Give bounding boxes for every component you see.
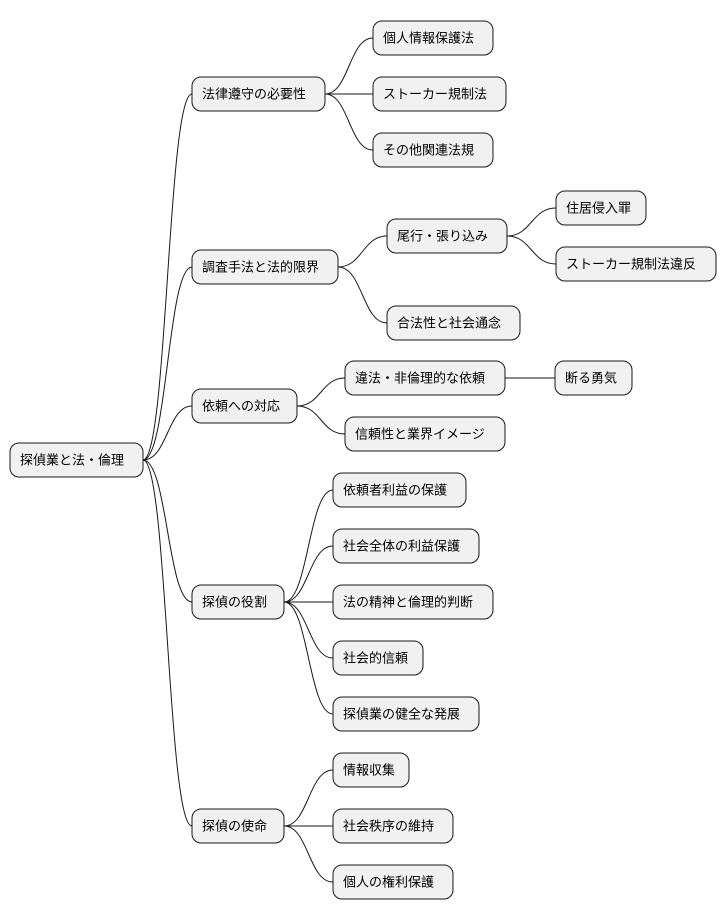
node-label: 違法・非倫理的な依頼 bbox=[355, 371, 485, 387]
node-requests: 依頼への対応 bbox=[191, 388, 298, 424]
node-box bbox=[554, 360, 633, 396]
node-label: 断る勇気 bbox=[565, 371, 617, 387]
node-box bbox=[344, 360, 506, 396]
edge-methods-to-tailing bbox=[337, 235, 388, 268]
node-label: ストーカー規制法 bbox=[383, 88, 487, 103]
node-box bbox=[372, 76, 507, 112]
edge-mission-to-info-gathering bbox=[283, 769, 334, 827]
node-box bbox=[332, 584, 494, 620]
node-privacy: 個人情報保護法 bbox=[372, 20, 494, 56]
node-trust-image: 信頼性と業界イメージ bbox=[344, 416, 506, 452]
node-box bbox=[191, 76, 326, 112]
node-box bbox=[191, 388, 298, 424]
node-box bbox=[386, 305, 521, 341]
node-methods: 調査手法と法的限界 bbox=[191, 249, 339, 285]
node-label: 探偵業の健全な発展 bbox=[343, 707, 460, 723]
edge-root-to-requests bbox=[142, 405, 193, 461]
node-individual-rights: 個人の権利保護 bbox=[332, 864, 454, 900]
edge-role-to-social-trust bbox=[283, 601, 334, 659]
edge-legal-to-other-laws bbox=[324, 93, 374, 151]
node-box bbox=[555, 246, 717, 282]
node-box bbox=[332, 864, 454, 900]
node-role: 探偵の役割 bbox=[191, 584, 285, 620]
node-stalker-violation: ストーカー規制法違反 bbox=[555, 246, 717, 282]
node-trespass: 住居侵入罪 bbox=[555, 190, 647, 226]
node-label: 依頼への対応 bbox=[202, 400, 280, 415]
node-box bbox=[386, 218, 508, 254]
node-society-benefit: 社会全体の利益保護 bbox=[332, 528, 480, 564]
node-box bbox=[191, 249, 339, 285]
edge-requests-to-illegal-request bbox=[296, 377, 346, 407]
edge-root-to-mission bbox=[142, 459, 193, 827]
node-healthy-growth: 探偵業の健全な発展 bbox=[332, 696, 480, 732]
node-label: 探偵業と法・倫理 bbox=[20, 453, 124, 469]
node-legality: 合法性と社会通念 bbox=[386, 305, 521, 341]
node-illegal-request: 違法・非倫理的な依頼 bbox=[344, 360, 506, 396]
node-box bbox=[191, 808, 285, 844]
node-box bbox=[555, 190, 647, 226]
node-box bbox=[372, 20, 494, 56]
edge-role-to-healthy-growth bbox=[283, 601, 334, 715]
node-label: ストーカー規制法違反 bbox=[566, 258, 696, 273]
node-label: 住居侵入罪 bbox=[566, 201, 631, 217]
edges-layer bbox=[142, 37, 557, 883]
edge-methods-to-legality bbox=[337, 266, 388, 324]
edge-root-to-role bbox=[142, 459, 193, 603]
node-box bbox=[332, 808, 454, 844]
node-legal-spirit: 法の精神と倫理的判断 bbox=[332, 584, 494, 620]
node-client-benefit: 依頼者利益の保護 bbox=[332, 472, 467, 508]
edge-root-to-methods bbox=[142, 266, 193, 461]
node-label: 個人情報保護法 bbox=[383, 31, 474, 47]
node-box bbox=[332, 752, 410, 788]
node-box bbox=[9, 442, 144, 478]
edge-mission-to-individual-rights bbox=[283, 825, 334, 883]
node-label: 法律遵守の必要性 bbox=[202, 87, 306, 103]
edge-root-to-legal bbox=[142, 93, 193, 461]
node-box bbox=[332, 696, 480, 732]
node-label: 社会秩序の維持 bbox=[343, 819, 434, 835]
node-box bbox=[191, 584, 285, 620]
node-info-gathering: 情報収集 bbox=[332, 752, 410, 788]
edge-tailing-to-trespass bbox=[506, 207, 557, 237]
node-legal: 法律遵守の必要性 bbox=[191, 76, 326, 112]
node-social-order: 社会秩序の維持 bbox=[332, 808, 454, 844]
node-label: 個人の権利保護 bbox=[343, 875, 434, 891]
node-label: 探偵の役割 bbox=[202, 595, 267, 611]
node-label: 探偵の使命 bbox=[202, 819, 267, 835]
node-social-trust: 社会的信頼 bbox=[332, 640, 424, 676]
node-tailing: 尾行・張り込み bbox=[386, 218, 508, 254]
edge-role-to-client-benefit bbox=[283, 489, 334, 603]
edge-role-to-society-benefit bbox=[283, 545, 334, 603]
node-label: 依頼者利益の保護 bbox=[343, 483, 447, 499]
node-box bbox=[344, 416, 506, 452]
node-box bbox=[332, 528, 480, 564]
edge-tailing-to-stalker-violation bbox=[506, 235, 557, 265]
node-label: その他関連法規 bbox=[383, 144, 474, 159]
node-label: 社会的信頼 bbox=[343, 651, 408, 667]
edge-requests-to-trust-image bbox=[296, 405, 346, 435]
node-label: 尾行・張り込み bbox=[397, 230, 488, 245]
node-box bbox=[332, 472, 467, 508]
edge-legal-to-privacy bbox=[324, 37, 374, 95]
node-label: 信頼性と業界イメージ bbox=[355, 427, 485, 443]
node-courage: 断る勇気 bbox=[554, 360, 633, 396]
node-box bbox=[332, 640, 424, 676]
node-other-laws: その他関連法規 bbox=[372, 132, 494, 168]
node-mission: 探偵の使命 bbox=[191, 808, 285, 844]
node-stalker: ストーカー規制法 bbox=[372, 76, 507, 112]
node-label: 法の精神と倫理的判断 bbox=[343, 595, 473, 611]
node-root: 探偵業と法・倫理 bbox=[9, 442, 144, 478]
node-label: 情報収集 bbox=[343, 763, 395, 779]
node-label: 社会全体の利益保護 bbox=[343, 539, 460, 555]
node-label: 合法性と社会通念 bbox=[397, 316, 501, 332]
node-box bbox=[372, 132, 494, 168]
node-label: 調査手法と法的限界 bbox=[202, 260, 319, 276]
nodes-layer: 探偵業と法・倫理 法律遵守の必要性 個人情報保護法ストーカー規制法その他関連法規調査… bbox=[9, 20, 717, 900]
